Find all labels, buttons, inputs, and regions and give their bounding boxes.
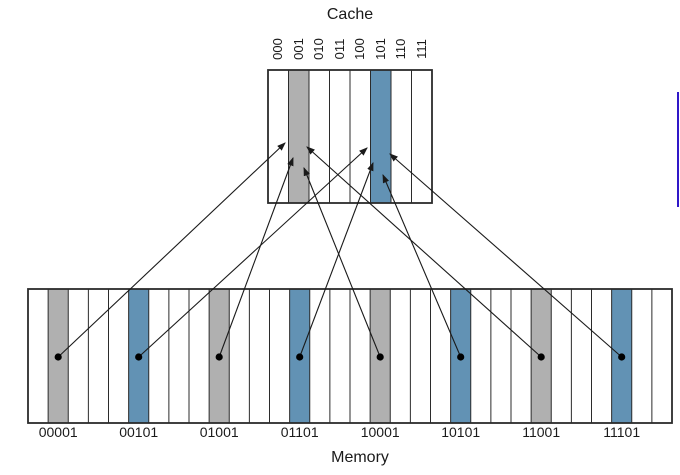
memory-block-label: 10101 — [441, 424, 481, 440]
cache-slot-label: 100 — [352, 38, 368, 60]
cache-slot-cell-101 — [370, 70, 391, 203]
mapping-arrow-10101-to-101 — [382, 173, 462, 358]
mapping-arrow-00101-to-101 — [138, 147, 368, 358]
cache-slot-label: 110 — [393, 38, 409, 60]
memory-dot-10001 — [376, 353, 384, 361]
memory-box — [27, 288, 673, 424]
memory-block-label: 00101 — [119, 424, 159, 440]
cache-slot-label: 000 — [270, 38, 286, 60]
memory-dot-00101 — [135, 353, 143, 361]
memory-dot-01101 — [296, 353, 304, 361]
cache-slot-label: 010 — [311, 38, 327, 60]
cache-slot-label: 011 — [331, 38, 347, 60]
memory-dot-01001 — [215, 353, 223, 361]
artifact-blue-bar — [677, 92, 679, 207]
cache-title: Cache — [326, 6, 374, 23]
memory-title: Memory — [331, 449, 389, 466]
memory-dot-11001 — [537, 353, 545, 361]
mapping-arrow-11101-to-101 — [389, 153, 623, 358]
cache-slot-cell-001 — [288, 70, 309, 203]
cache-box — [267, 69, 433, 204]
cache-slot-label: 001 — [290, 38, 306, 60]
cache-slot-label: 101 — [372, 38, 388, 60]
mapping-arrow-01001-to-001 — [218, 156, 294, 358]
arrow-layer — [57, 142, 623, 358]
dot-layer — [54, 353, 626, 361]
memory-block-label: 11101 — [603, 424, 641, 440]
memory-dot-10101 — [457, 353, 465, 361]
grid-layer — [27, 69, 673, 424]
memory-dot-11101 — [618, 353, 626, 361]
mapping-arrow-01101-to-101 — [299, 161, 374, 358]
memory-dot-00001 — [54, 353, 62, 361]
highlight-layer — [48, 70, 632, 423]
memory-block-label: 10001 — [360, 424, 400, 440]
cache-slot-label: 111 — [413, 39, 429, 59]
memory-block-label: 11001 — [522, 424, 561, 440]
memory-block-label: 00001 — [38, 424, 78, 440]
memory-block-label: 01001 — [199, 424, 239, 440]
mapping-arrow-11001-to-001 — [306, 146, 542, 358]
mapping-arrow-10001-to-001 — [303, 166, 381, 358]
mapping-arrow-00001-to-001 — [57, 142, 286, 358]
memory-block-label: 01101 — [280, 424, 319, 440]
